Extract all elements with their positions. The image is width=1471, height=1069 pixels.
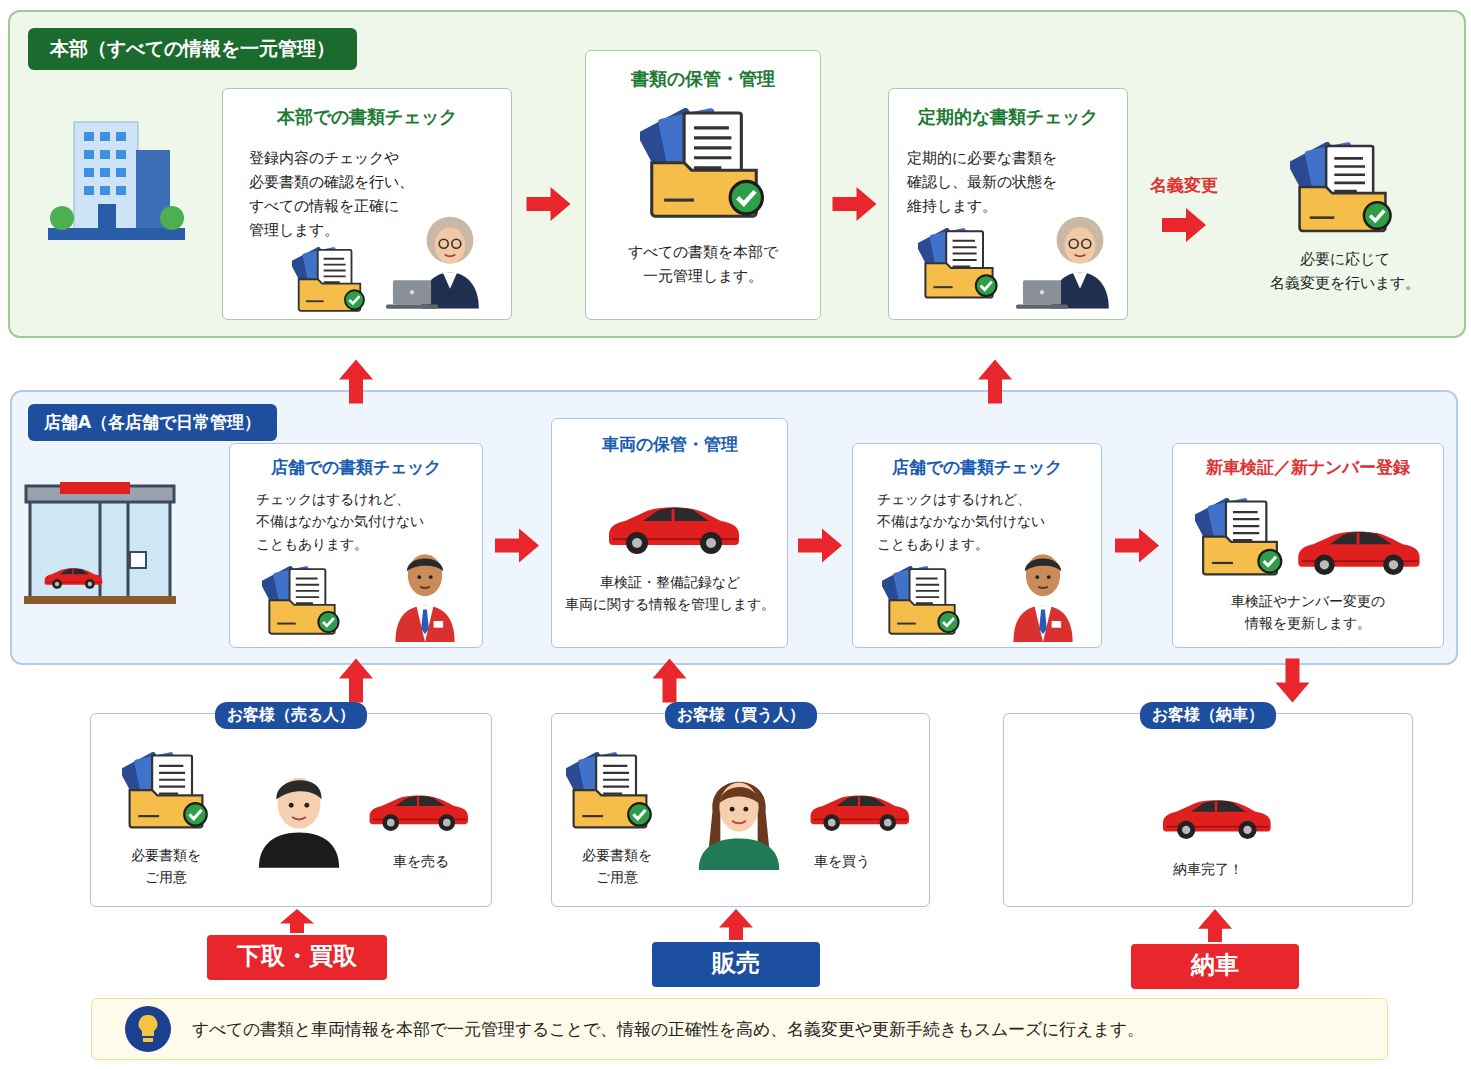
stage-label: 販売 [652,942,820,987]
note-text: すべての書類と車両情報を本部で一元管理することで、情報の正確性を高め、名義変更や… [192,1018,1372,1041]
box-heading: 新車検証／新ナンバー登録 [1173,456,1443,479]
flow-arrow [1276,659,1310,703]
flow-arrow [653,659,687,703]
flow-arrow [280,909,314,933]
text-holder: 店舗での書類チェック [230,456,482,479]
text-holder: 車検証やナンバー変更の 情報を更新します。 [1187,590,1429,635]
text-holder: 店舗A（各店舗で日常管理） [28,404,348,441]
flow-arrow [1162,208,1206,242]
text-holder: すべての書類と車両情報を本部で一元管理することで、情報の正確性を高め、名義変更や… [192,1018,1372,1041]
flow-arrow [495,529,539,563]
text-holder: チェックはするけれど、 不備はなかなか気付けない こともあります。 [877,488,1087,555]
stage-text: 納車 [1131,949,1299,981]
flow-arrow [1198,909,1232,942]
customer-text: 車を買う [794,850,890,872]
person-icon [259,217,1109,870]
box-heading: 店舗での書類チェック [230,456,482,479]
customer-pill: お客様（納車） [1140,702,1276,729]
flow-arrow [978,360,1012,404]
text-holder: すべての書類を本部で 一元管理します。 [598,241,808,289]
text-holder: 書類の保管・管理 [586,67,820,91]
text-holder: 必要に応じて 名義変更を行います。 [1240,248,1450,296]
text-holder: チェックはするけれど、 不備はなかなか気付けない こともあります。 [256,488,466,555]
text-holder: 本部での書類チェック [223,105,511,129]
text-holder: 販売 [652,947,820,979]
flow-arrow [339,659,373,703]
stage-label: 納車 [1131,944,1299,989]
box-body: 定期的に必要な書類を 確認し、最新の状態を 維持します。 [907,147,1107,219]
text-holder: 車を売る [373,850,469,872]
text-holder: お客様（納車） [1004,702,1412,729]
box-body: 登録内容のチェックや 必要書類の確認を行い、 すべての情報を正確に 管理します。 [249,147,449,243]
text-holder: お客様（売る人） [91,702,491,729]
box-body: チェックはするけれど、 不備はなかなか気付けない こともあります。 [877,488,1087,555]
box-heading: 定期的な書類チェック [889,105,1127,129]
box-body: 車検証やナンバー変更の 情報を更新します。 [1187,590,1429,635]
text-holder: 本部（すべての情報を一元管理） [28,28,428,70]
flow-arrow [833,187,877,221]
customer-text: 車を売る [373,850,469,872]
text-holder: お客様（買う人） [552,702,929,729]
text-holder: 車を買う [794,850,890,872]
text-holder: 下取・買取 [207,940,387,972]
text-holder: 登録内容のチェックや 必要書類の確認を行い、 すべての情報を正確に 管理します。 [249,147,449,243]
band-tag: 店舗A（各店舗で日常管理） [28,404,277,441]
result-text: 必要に応じて 名義変更を行います。 [1240,248,1450,296]
flow-arrow [1115,529,1159,563]
text-holder: 必要書類を ご用意 [111,844,221,889]
box-heading: 車両の保管・管理 [552,433,787,456]
box-heading: 本部での書類チェック [223,105,511,129]
box-body: 車検証・整備記録など 車両に関する情報を管理します。 [556,571,783,616]
stage-text: 販売 [652,947,820,979]
box-heading: 書類の保管・管理 [586,67,820,91]
text-holder: 定期的に必要な書類を 確認し、最新の状態を 維持します。 [907,147,1107,219]
customer-pill: お客様（買う人） [665,702,817,729]
bulb-icon [125,1006,171,1052]
flow-arrow [339,360,373,404]
edge-label: 名義変更 [1147,174,1221,197]
text-holder: 定期的な書類チェック [889,105,1127,129]
flow-arrow [527,187,571,221]
text-holder: 納車完了！ [1004,858,1412,880]
document-folder-icon [119,107,1391,828]
box-body: チェックはするけれど、 不備はなかなか気付けない こともあります。 [256,488,466,555]
text-holder: 新車検証／新ナンバー登録 [1173,456,1443,479]
note-box: すべての書類と車両情報を本部で一元管理することで、情報の正確性を高め、名義変更や… [91,998,1388,1060]
text-holder: 必要書類を ご用意 [562,844,672,889]
stage-label: 下取・買取 [207,935,387,980]
customer-text: 必要書類を ご用意 [111,844,221,889]
customer-pill: お客様（売る人） [215,702,367,729]
flow-arrow [719,909,753,940]
customer-text: 必要書類を ご用意 [562,844,672,889]
box-heading: 店舗での書類チェック [853,456,1101,479]
box-body: すべての書類を本部で 一元管理します。 [598,241,808,289]
flow-arrow [798,529,842,563]
car-icon [370,507,1420,839]
shop-icon [24,482,176,604]
text-holder: 納車 [1131,949,1299,981]
text-holder: 店舗での書類チェック [853,456,1101,479]
text-holder: 車検証・整備記録など 車両に関する情報を管理します。 [556,571,783,616]
customer-text: 納車完了！ [1004,858,1412,880]
stage-text: 下取・買取 [207,940,387,972]
band-tag: 本部（すべての情報を一元管理） [28,28,357,70]
building-icon [48,122,185,240]
text-holder: 車両の保管・管理 [552,433,787,456]
